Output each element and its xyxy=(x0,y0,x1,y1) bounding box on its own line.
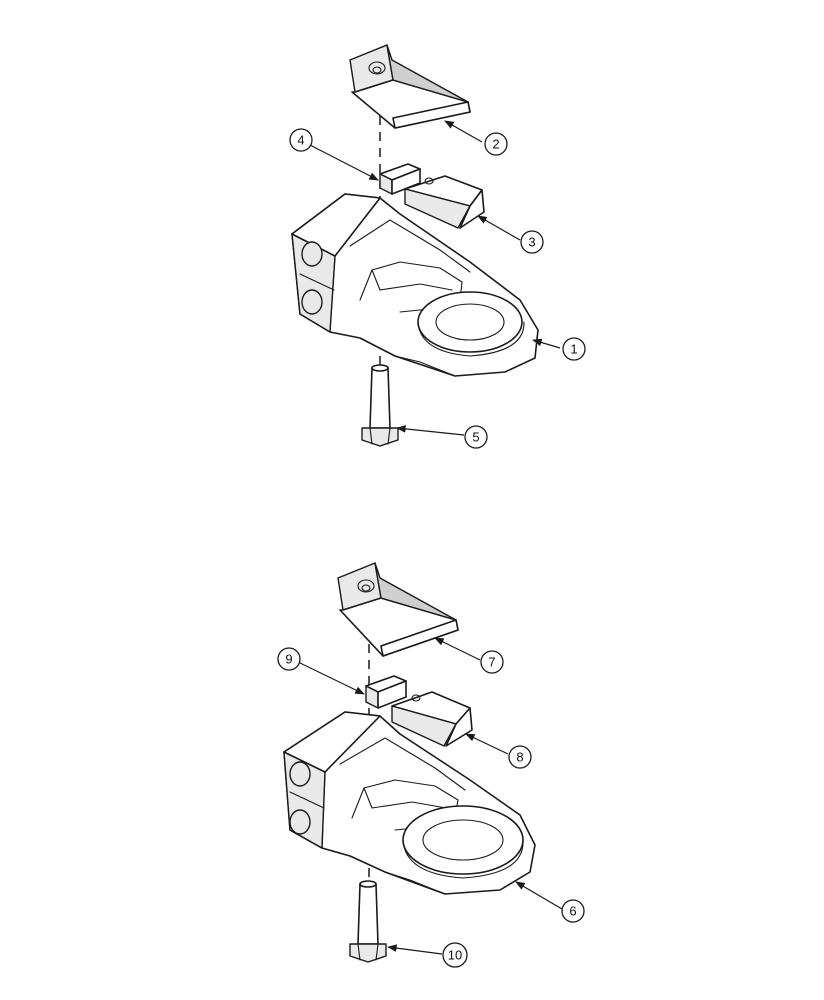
callout-7: 7 xyxy=(480,650,504,674)
part-hitch-body-top xyxy=(291,193,539,377)
part-upper-wedge-top xyxy=(349,44,471,129)
part-lower-insert-top xyxy=(404,175,485,229)
callout-3: 3 xyxy=(520,230,544,254)
callout-5: 5 xyxy=(464,425,488,449)
callout-10-label: 10 xyxy=(448,948,462,963)
callout-6-label: 6 xyxy=(569,904,576,919)
callout-7-label: 7 xyxy=(488,655,495,670)
part-bolt-bottom xyxy=(349,880,387,963)
part-key-block-bottom xyxy=(365,675,407,709)
callout-9-label: 9 xyxy=(285,652,292,667)
callout-9: 9 xyxy=(277,647,301,671)
callout-4-label: 4 xyxy=(297,133,304,148)
callout-4: 4 xyxy=(289,128,313,152)
part-upper-wedge-bottom xyxy=(337,562,459,657)
callout-3-label: 3 xyxy=(528,235,535,250)
callout-5-label: 5 xyxy=(472,430,479,445)
part-lower-insert-bottom xyxy=(391,691,473,747)
top-assembly xyxy=(291,44,561,447)
callout-1: 1 xyxy=(562,337,586,361)
callout-8-label: 8 xyxy=(516,750,523,765)
part-key-block-top xyxy=(379,163,421,195)
callout-2: 2 xyxy=(484,132,508,156)
callout-2-label: 2 xyxy=(492,137,499,152)
callout-6: 6 xyxy=(561,899,585,923)
callout-10: 10 xyxy=(442,942,468,968)
bottom-assembly xyxy=(283,562,563,963)
callout-8: 8 xyxy=(508,745,532,769)
part-bolt-top xyxy=(361,364,399,447)
part-hitch-body-bottom xyxy=(283,711,536,895)
callout-1-label: 1 xyxy=(570,342,577,357)
